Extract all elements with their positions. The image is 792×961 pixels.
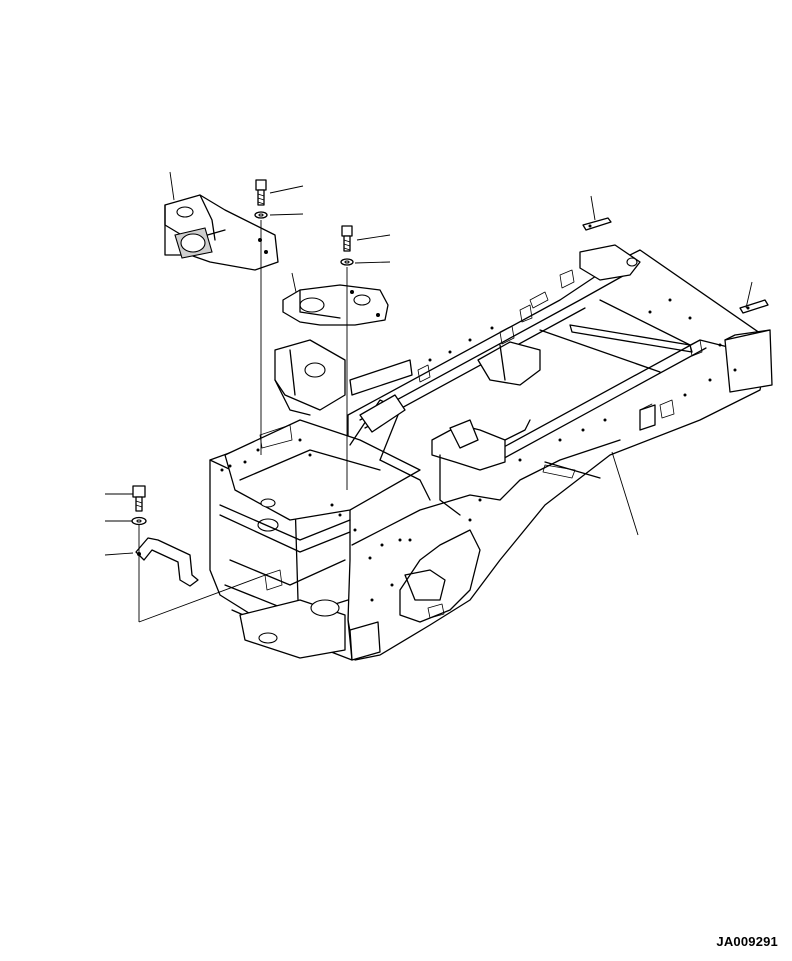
washer-upper-mid bbox=[340, 258, 354, 266]
drawing-id-label: JA009291 bbox=[716, 934, 778, 949]
main-frame bbox=[209, 244, 773, 661]
bolt-lower-left bbox=[132, 485, 146, 512]
upper-left-bracket bbox=[164, 194, 279, 271]
washer-lower-left bbox=[131, 516, 147, 526]
bolt-upper-left bbox=[255, 179, 267, 206]
washer-upper-left bbox=[254, 211, 268, 219]
rivet-holes bbox=[220, 298, 737, 602]
clip-right bbox=[739, 299, 769, 314]
leader-lines bbox=[104, 171, 753, 623]
strap-bracket bbox=[135, 537, 199, 587]
clip-upper bbox=[582, 217, 612, 231]
bolt-upper-mid bbox=[341, 225, 353, 252]
mid-bracket bbox=[282, 284, 389, 326]
